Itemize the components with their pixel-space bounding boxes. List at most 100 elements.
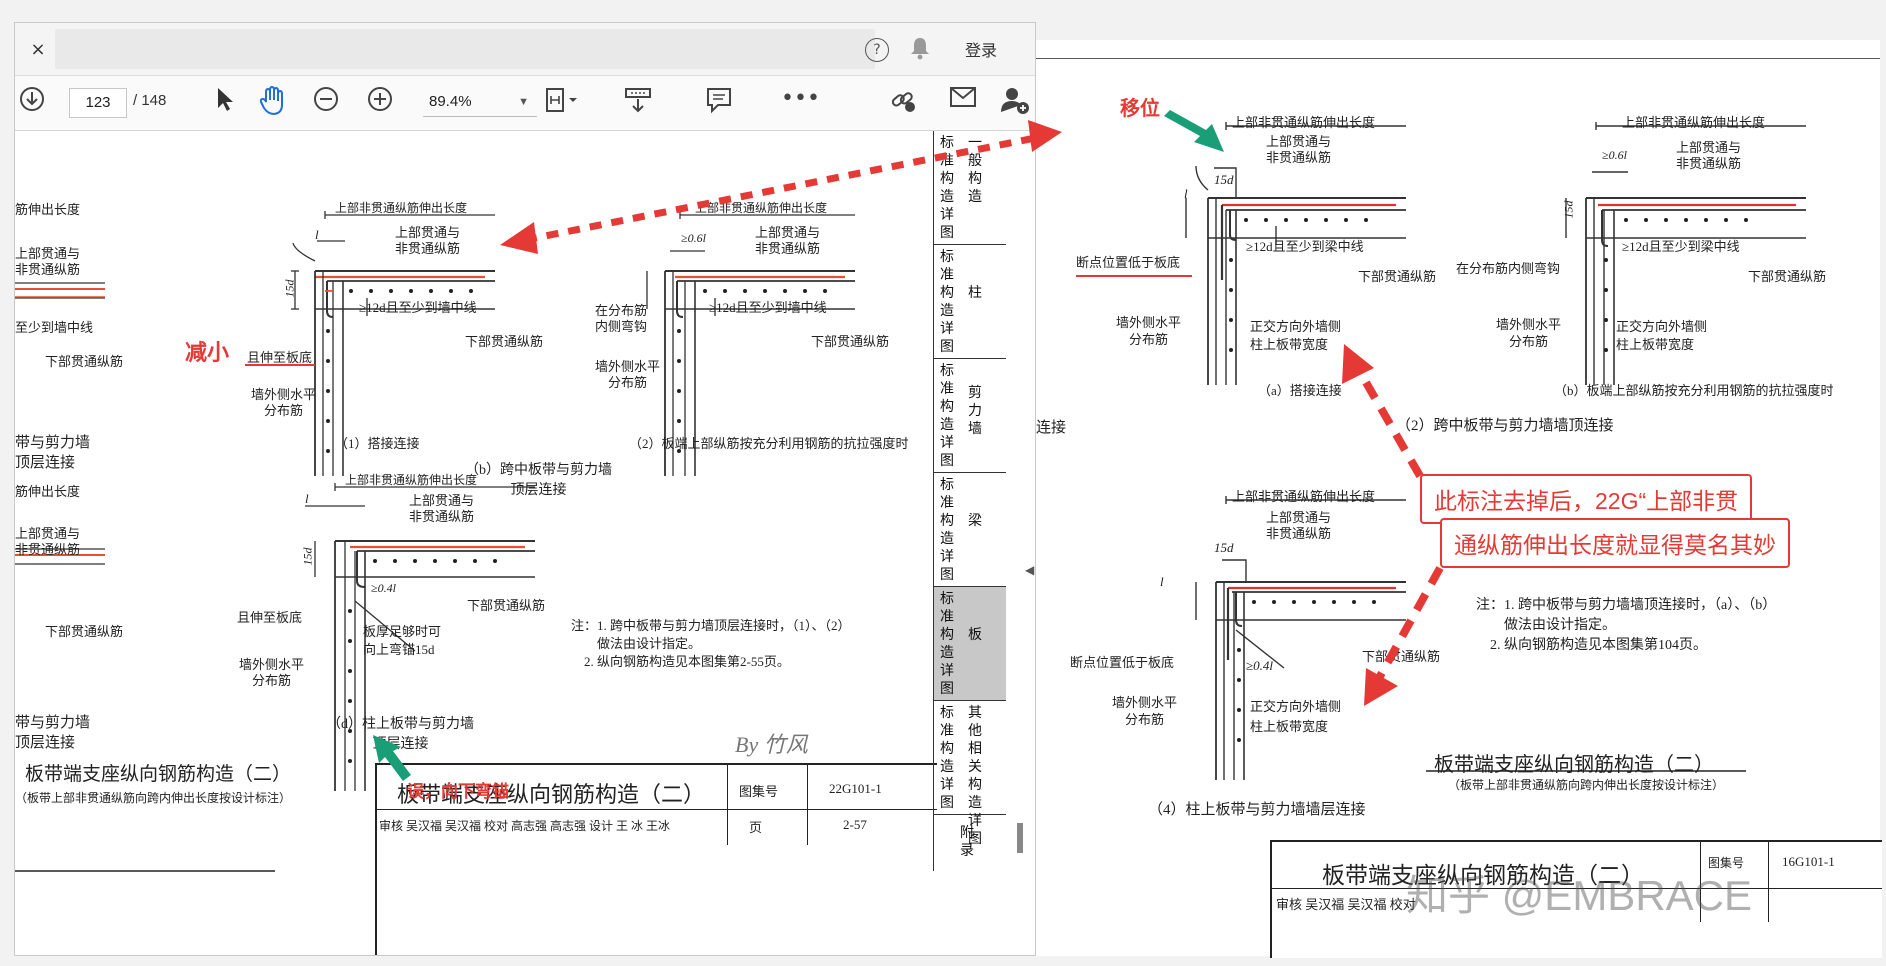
- label-break: 断点位置低于板底: [1076, 255, 1181, 270]
- label-inner-hook: 在分布筋 内侧弯钩: [595, 303, 648, 334]
- title-block: 板带端支座纵向钢筋构造（二） 图集号 16G101-1 审核 吴汉福 吴汉福 校…: [1270, 840, 1882, 958]
- label-top-rebar: 上部贯通与 非贯通纵筋: [1266, 510, 1332, 541]
- label-ortho: 正交方向外墙侧: [1250, 319, 1342, 334]
- page-number-input[interactable]: 123: [69, 88, 127, 118]
- title-block-title: 板带端支座纵向钢筋构造（二）: [397, 782, 706, 807]
- label-15d: 15d: [1214, 172, 1234, 187]
- tab-beam[interactable]: 标准构造详图梁: [934, 473, 1006, 587]
- email-icon[interactable]: [947, 86, 979, 118]
- pdf-toolbar: 123 / 148 89.4% ▼: [15, 76, 1035, 131]
- label-top-rebar: 上部贯通与 非贯通纵筋: [395, 225, 461, 256]
- label-top-dim: 上部非贯通纵筋伸出长度: [345, 473, 478, 487]
- label-15d: 15d: [1214, 540, 1234, 555]
- label-wall-rebar: 墙外侧水平 分布筋: [239, 657, 305, 688]
- label-top-rebar: 上部贯通与 非贯通纵筋: [1676, 140, 1742, 171]
- tab-appendix[interactable]: 附录: [960, 826, 974, 859]
- partial-label: 下部贯通纵筋: [45, 354, 124, 369]
- label-width: 柱上板带宽度: [1250, 337, 1329, 352]
- tab-shear-wall[interactable]: 标准构造详图剪力墙: [934, 359, 1006, 473]
- partial-label: 顶层连接: [15, 735, 76, 751]
- chapter-tabs: 标准构造详图一般构造 标准构造详图柱 标准构造详图剪力墙 标准构造详图梁 标准构…: [933, 131, 1006, 871]
- annotation-callout-line2: 通纵筋伸出长度就显得莫名其妙: [1440, 518, 1790, 568]
- scroll-mode-icon[interactable]: [621, 86, 655, 118]
- label-bottom-rebar: 下部贯通纵筋: [811, 334, 890, 349]
- right-page-drawing: [1076, 122, 1806, 780]
- notes: 注：1. 跨中板带与剪力墙顶层连接时，（1）、（2） 做法由设计指定。 2. 纵…: [571, 618, 851, 669]
- title-block-set-label: 图集号: [1708, 856, 1745, 870]
- zoom-select[interactable]: 89.4% ▼: [423, 88, 537, 117]
- label-top-dim: 上部非贯通纵筋伸出长度: [695, 201, 828, 215]
- annotation-callout-line1: 此标注去掉后，22G“上部非贯: [1420, 474, 1753, 524]
- left-edge-label: 连接: [1036, 420, 1067, 436]
- tab-strip: [55, 29, 875, 69]
- label-bottom-rebar: 下部贯通纵筋: [1748, 269, 1827, 284]
- download-icon[interactable]: [17, 86, 47, 118]
- partial-label: 带与剪力墙: [15, 435, 91, 451]
- tab-general[interactable]: 标准构造详图一般构造: [934, 131, 1006, 245]
- share-link-icon[interactable]: [887, 86, 919, 118]
- label-la: l: [315, 227, 319, 242]
- label-top-dim: 上部非贯通纵筋伸出长度: [1622, 115, 1766, 130]
- label-width: 柱上板带宽度: [1616, 337, 1695, 352]
- label-ortho: 正交方向外墙侧: [1250, 699, 1342, 714]
- label-15d: 15d: [282, 279, 297, 298]
- login-button[interactable]: 登录: [965, 43, 998, 60]
- select-cursor-icon[interactable]: [211, 86, 239, 118]
- tab-column[interactable]: 标准构造详图柱: [934, 245, 1006, 359]
- label-thick: 板厚足够时可 向上弯锚15d: [363, 624, 442, 657]
- label-04lab: ≥0.4l: [371, 581, 396, 595]
- collapse-panel-icon[interactable]: ◀: [1025, 563, 1035, 577]
- label-top-rebar: 上部贯通与 非贯通纵筋: [1266, 134, 1332, 165]
- caption: （b）板端上部纵筋按充分利用钢筋的抗拉强度时: [1554, 383, 1834, 398]
- fit-page-icon[interactable]: [541, 86, 581, 118]
- label-extend: 且伸至板底: [247, 350, 313, 365]
- label-wall-rebar: 墙外侧水平 分布筋: [1496, 317, 1562, 349]
- partial-label: 顶层连接: [15, 455, 76, 471]
- zoom-out-icon[interactable]: [311, 86, 341, 118]
- title-bar: × ? 登录: [15, 23, 1035, 76]
- section-caption-b: （b）跨中板带与剪力墙 顶层连接: [465, 463, 612, 498]
- label-inner-hook: 在分布筋内侧弯钩: [1456, 261, 1561, 276]
- partial-label: 上部贯通与: [15, 526, 81, 541]
- green-arrow-icon: [373, 735, 411, 781]
- chevron-down-icon: ▼: [518, 96, 529, 108]
- label-06lab: ≥0.6l: [681, 231, 706, 245]
- label-anchor: ≥12d且至少到梁中线: [1622, 239, 1740, 254]
- partial-label: 上部贯通与: [15, 246, 81, 261]
- label-top-dim: 上部非贯通纵筋伸出长度: [1232, 489, 1376, 504]
- zoom-in-icon[interactable]: [365, 86, 395, 118]
- partial-label: 至少到墙中线: [15, 320, 94, 335]
- title-block-row: 审核 吴汉福 吴汉福 校对: [1276, 897, 1416, 912]
- title-block: 板带端支座纵向钢筋构造（二） 图集号 22G101-1 页 2-57 审核 吴汉…: [375, 763, 937, 955]
- label-top-rebar: 上部贯通与 非贯通纵筋: [409, 493, 475, 524]
- page-subheading: （板带上部非贯通纵筋向跨内伸出长度按设计标注）: [1448, 778, 1725, 792]
- bell-icon[interactable]: [907, 36, 933, 62]
- help-icon[interactable]: ?: [865, 38, 889, 62]
- watermark: 知乎 @EMBRACE: [1406, 872, 1753, 919]
- title-block-page-no: 2-57: [843, 817, 867, 832]
- zoom-value: 89.4%: [429, 93, 472, 110]
- title-block-row: 审核 吴汉福 吴汉福 校对 高志强 高志强 设计 王 冰 王冰: [379, 819, 671, 833]
- pdf-viewer-window: × ? 登录 123 / 148: [14, 22, 1036, 956]
- page-heading: 板带端支座纵向钢筋构造（二）: [25, 764, 292, 785]
- partial-label: 非贯通纵筋: [15, 542, 81, 557]
- label-break: 断点位置低于板底: [1070, 655, 1175, 670]
- more-options-icon[interactable]: •••: [781, 86, 820, 111]
- caption: （2）板端上部纵筋按充分利用钢筋的抗拉强度时: [629, 436, 909, 451]
- caption: （4）柱上板带与剪力墙墙层连接: [1148, 802, 1366, 818]
- page-total: / 148: [133, 92, 167, 109]
- tab-other[interactable]: 标准构造详图其他相关构造详图: [934, 701, 1006, 847]
- add-user-icon[interactable]: [999, 86, 1031, 118]
- scrollbar-thumb[interactable]: [1017, 823, 1023, 853]
- comment-icon[interactable]: [703, 86, 735, 118]
- label-04lab: ≥0.4l: [1246, 658, 1273, 673]
- label-wall-rebar: 墙外侧水平 分布筋: [595, 359, 661, 390]
- title-block-page-label: 页: [749, 820, 763, 835]
- tab-slab[interactable]: 标准构造详图板: [934, 587, 1006, 701]
- hand-tool-icon[interactable]: [255, 85, 289, 118]
- title-block-set-no: 22G101-1: [829, 781, 882, 796]
- close-tab-button[interactable]: ×: [30, 39, 46, 60]
- title-block-set-no: 16G101-1: [1782, 854, 1835, 869]
- annotation-reduce: 减小: [185, 340, 230, 365]
